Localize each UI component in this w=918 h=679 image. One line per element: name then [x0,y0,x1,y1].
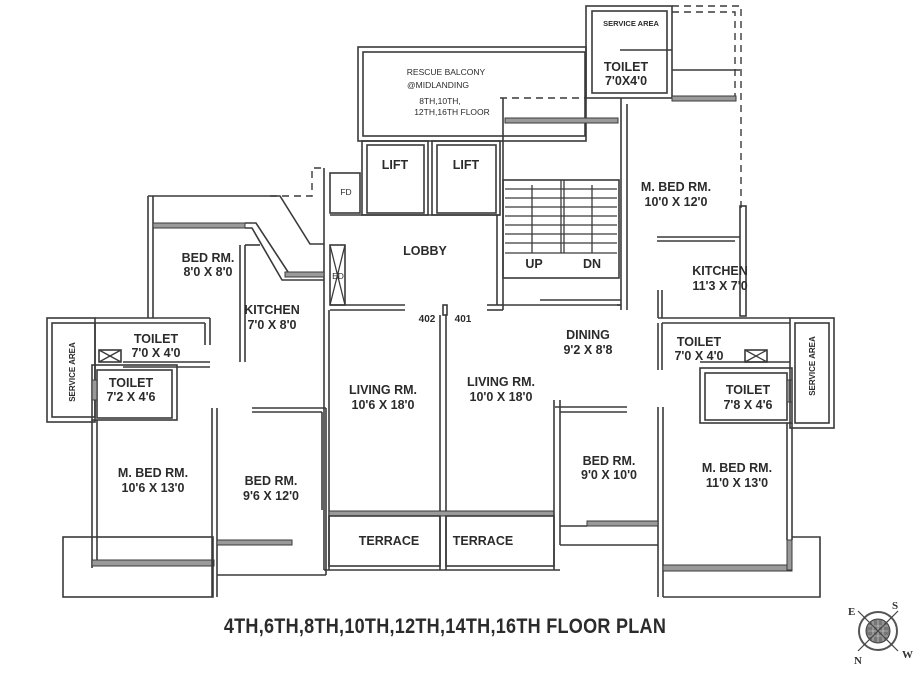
compass-icon: E S W N [848,600,913,667]
stair-dn-label: DN [583,257,601,271]
lift-1-label: LIFT [382,158,409,172]
flat-401-number: 401 [455,314,472,325]
service-area-401-label: SERVICE AREA [808,336,817,396]
toilet-402-common-size: 7'0 X 4'0 [131,346,180,360]
rescue-balcony-label-2: @MIDLANDING [407,80,469,90]
bed-402-size: 9'6 X 12'0 [243,489,299,503]
master-bed-402-size: 10'6 X 13'0 [122,481,185,495]
master-bed-402-name: M. BED RM. [118,466,188,480]
bed-401-name: BED RM. [583,454,636,468]
bed-room-small-name: BED RM. [182,251,235,265]
flat-402-walls [46,167,327,598]
floor-plan-title: 4TH,6TH,8TH,10TH,12TH,14TH,16TH FLOOR PL… [223,615,667,638]
rescue-balcony [357,46,619,310]
kitchen-402-name: KITCHEN [244,303,300,317]
lift-2-label: LIFT [453,158,480,172]
bed-402-name: BED RM. [245,474,298,488]
kitchen-401-size: 11'3 X 7'0 [692,279,747,293]
core [323,140,503,316]
toilet-401-common-size: 7'0 X 4'0 [674,349,723,363]
bed-room-small-size: 8'0 X 8'0 [183,265,232,279]
toilet-402-common-name: TOILET [134,332,179,346]
master-bed-401-size: 11'0 X 13'0 [706,476,768,490]
kitchen-401-name: KITCHEN [692,264,748,278]
terrace-402-label: TERRACE [359,534,419,548]
dining-name: DINING [566,328,610,342]
master-bed-401-name: M. BED RM. [702,461,772,475]
labels: RESCUE BALCONY @MIDLANDING 8TH,10TH, 12T… [68,19,817,548]
living-402-size: 10'6 X 18'0 [352,398,415,412]
living-terrace [323,310,561,571]
living-401-name: LIVING RM. [467,375,535,389]
lobby-label: LOBBY [403,244,447,258]
master-bed-top-name: M. BED RM. [641,180,711,194]
master-bed-top-size: 10'0 X 12'0 [645,195,708,209]
top-toilet-size: 7'0X4'0 [605,74,647,88]
rescue-balcony-label-4: 12TH,16TH FLOOR [414,107,490,117]
service-area-402-label: SERVICE AREA [68,342,77,402]
staircase [496,179,621,306]
top-toilet-name: TOILET [604,60,649,74]
ed-label: ED [332,271,344,281]
bed-401-size: 9'0 X 10'0 [581,468,637,482]
compass-n: N [854,655,862,667]
top-service-area-label: SERVICE AREA [603,19,659,28]
living-402-name: LIVING RM. [349,383,417,397]
stair-up-label: UP [525,257,542,271]
compass-w: W [902,649,913,661]
toilet-401-attached-name: TOILET [726,383,771,397]
toilet-401-common-name: TOILET [677,335,722,349]
fd-label: FD [340,187,351,197]
toilet-402-attached-size: 7'2 X 4'6 [106,390,155,404]
toilet-402-attached-name: TOILET [109,376,154,390]
compass-s: S [892,600,898,612]
top-service-block [585,5,742,310]
rescue-balcony-label-3: 8TH,10TH, [419,96,461,106]
flat-402-number: 402 [419,314,436,325]
compass-e: E [848,606,855,618]
terrace-401-label: TERRACE [453,534,513,548]
rescue-balcony-label-1: RESCUE BALCONY [407,67,486,77]
dining-size: 9'2 X 8'8 [563,343,612,357]
kitchen-402-size: 7'0 X 8'0 [247,318,296,332]
toilet-401-attached-size: 7'8 X 4'6 [723,398,772,412]
living-401-size: 10'0 X 18'0 [470,390,533,404]
flat-401-walls [540,205,835,598]
